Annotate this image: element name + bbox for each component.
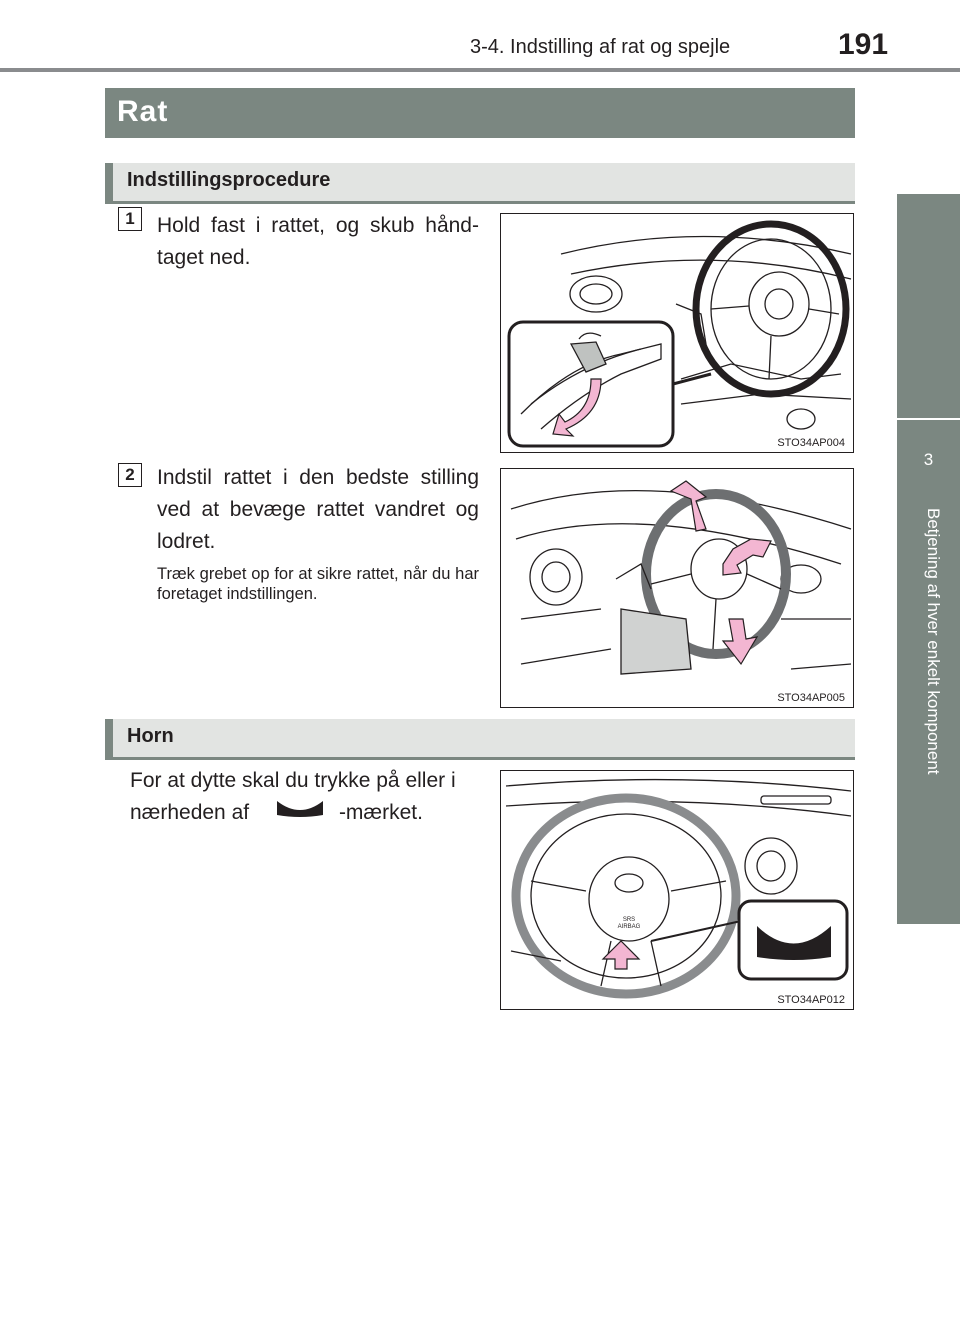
chapter-number: 3 <box>897 420 960 502</box>
horn-illustration: SRS AIRBAG <box>505 778 852 999</box>
airbag-label: AIRBAG <box>618 924 641 930</box>
section-title: Rat <box>105 88 855 138</box>
page-number: 191 <box>838 28 889 61</box>
horn-text-after: -mærket. <box>338 801 423 824</box>
header-divider <box>0 68 960 72</box>
figure-code-3: STO34AP012 <box>775 994 847 1006</box>
airbag-label-srs: SRS <box>623 917 635 923</box>
subheading-adjust: Indstillingsprocedure <box>105 163 855 201</box>
figure-horn: SRS AIRBAG STO34AP012 <box>500 770 854 1010</box>
steering-lever-illustration <box>507 220 852 448</box>
figure-tilt-lever: STO34AP004 <box>500 213 854 453</box>
subheading-rule-horn <box>105 757 855 760</box>
double-arrow-icon <box>721 618 759 666</box>
horn-icon <box>275 797 325 829</box>
running-header: 3-4. Indstilling af rat og spejle <box>470 36 731 58</box>
step-number-1: 1 <box>118 207 142 231</box>
step-2-note: Træk grebet op for at sikre rattet, når … <box>157 565 479 603</box>
figure-code-2: STO34AP005 <box>775 692 847 704</box>
step-1-text: Hold fast i rattet, og skub hånd­taget n… <box>157 214 479 269</box>
chapter-label: Betjening af hver enkelt komponent <box>924 508 943 775</box>
subheading-horn: Horn <box>105 719 855 757</box>
steering-adjust-illustration <box>510 480 852 675</box>
subheading-rule <box>105 201 855 204</box>
horn-text-before: For at dytte skal du trykke på eller i n… <box>130 769 456 824</box>
figure-adjust-wheel: STO34AP005 <box>500 468 854 708</box>
figure-code-1: STO34AP004 <box>775 437 847 449</box>
horn-icon <box>757 926 831 960</box>
arrow-down-icon <box>552 378 602 437</box>
step-number-2: 2 <box>118 463 142 487</box>
arrow-up-icon <box>601 940 641 970</box>
step-2-text: Indstil rattet i den bedste stilling ved… <box>157 466 479 553</box>
side-tab: Betjening af hver enkelt komponent <box>897 502 960 924</box>
side-tab-top <box>897 194 960 418</box>
horn-text: For at dytte skal du trykke på eller i n… <box>130 765 486 829</box>
double-arrow-icon <box>669 480 708 532</box>
double-arrow-icon <box>722 538 772 576</box>
